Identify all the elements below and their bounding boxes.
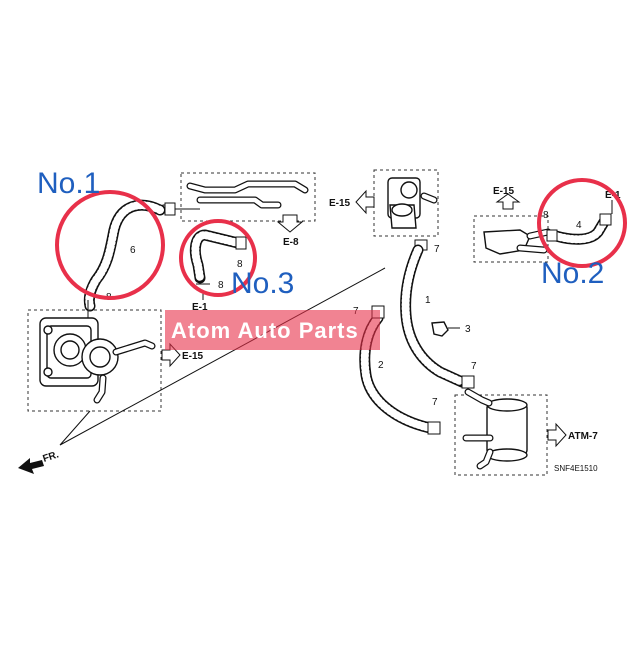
- svg-text:8: 8: [543, 210, 549, 221]
- atf-cooler-assembly: [454, 388, 548, 476]
- ref-e15-center: E-15: [329, 189, 375, 215]
- ref-e8: E-8: [276, 214, 304, 248]
- callout-no3: No.3: [231, 267, 294, 300]
- callout-no2: No.2: [541, 257, 604, 290]
- highlight-circle-no2: [537, 178, 627, 268]
- ref-atm7: ATM-7: [547, 422, 598, 448]
- callout-no1: No.1: [37, 167, 100, 200]
- part-label-3: 3: [465, 324, 471, 335]
- svg-text:7: 7: [434, 244, 440, 255]
- svg-text:FR.: FR.: [42, 449, 61, 465]
- part-label-4: 4: [576, 220, 582, 231]
- right-pipe-assembly: [473, 215, 552, 263]
- highlight-circle-no3: [179, 219, 257, 297]
- clamp-3: 3: [431, 321, 471, 337]
- thermostat-housing-assembly: [373, 169, 439, 237]
- part-label-8-c: 8: [218, 280, 224, 291]
- part-label-2: 2: [378, 360, 384, 371]
- diagram-code: SNF4E1510: [554, 464, 598, 473]
- throttle-body-assembly: [27, 267, 386, 446]
- hose-1: 1 7: [400, 244, 477, 389]
- part-label-1: 1: [425, 295, 431, 306]
- svg-text:E-15: E-15: [182, 351, 204, 362]
- svg-text:E-15: E-15: [329, 198, 351, 209]
- svg-text:E-1: E-1: [192, 302, 208, 313]
- front-direction-marker: FR.: [18, 449, 60, 474]
- svg-text:E-15: E-15: [493, 186, 515, 197]
- part-label-6: 6: [130, 245, 136, 256]
- hose-4: 8 4 E-1: [543, 190, 621, 245]
- watermark-banner: Atom Auto Parts: [165, 310, 380, 350]
- watermark-text: Atom Auto Parts: [171, 318, 359, 343]
- svg-text:7: 7: [471, 361, 477, 372]
- highlight-circle-no1: [55, 190, 165, 300]
- ref-e15-right: E-15: [493, 186, 521, 210]
- svg-text:ATM-7: ATM-7: [568, 431, 598, 442]
- part-label-8-b: 8: [237, 259, 243, 270]
- svg-text:7: 7: [432, 397, 438, 408]
- hose-small-no3: 8 8: [189, 229, 247, 291]
- svg-text:E-8: E-8: [283, 237, 299, 248]
